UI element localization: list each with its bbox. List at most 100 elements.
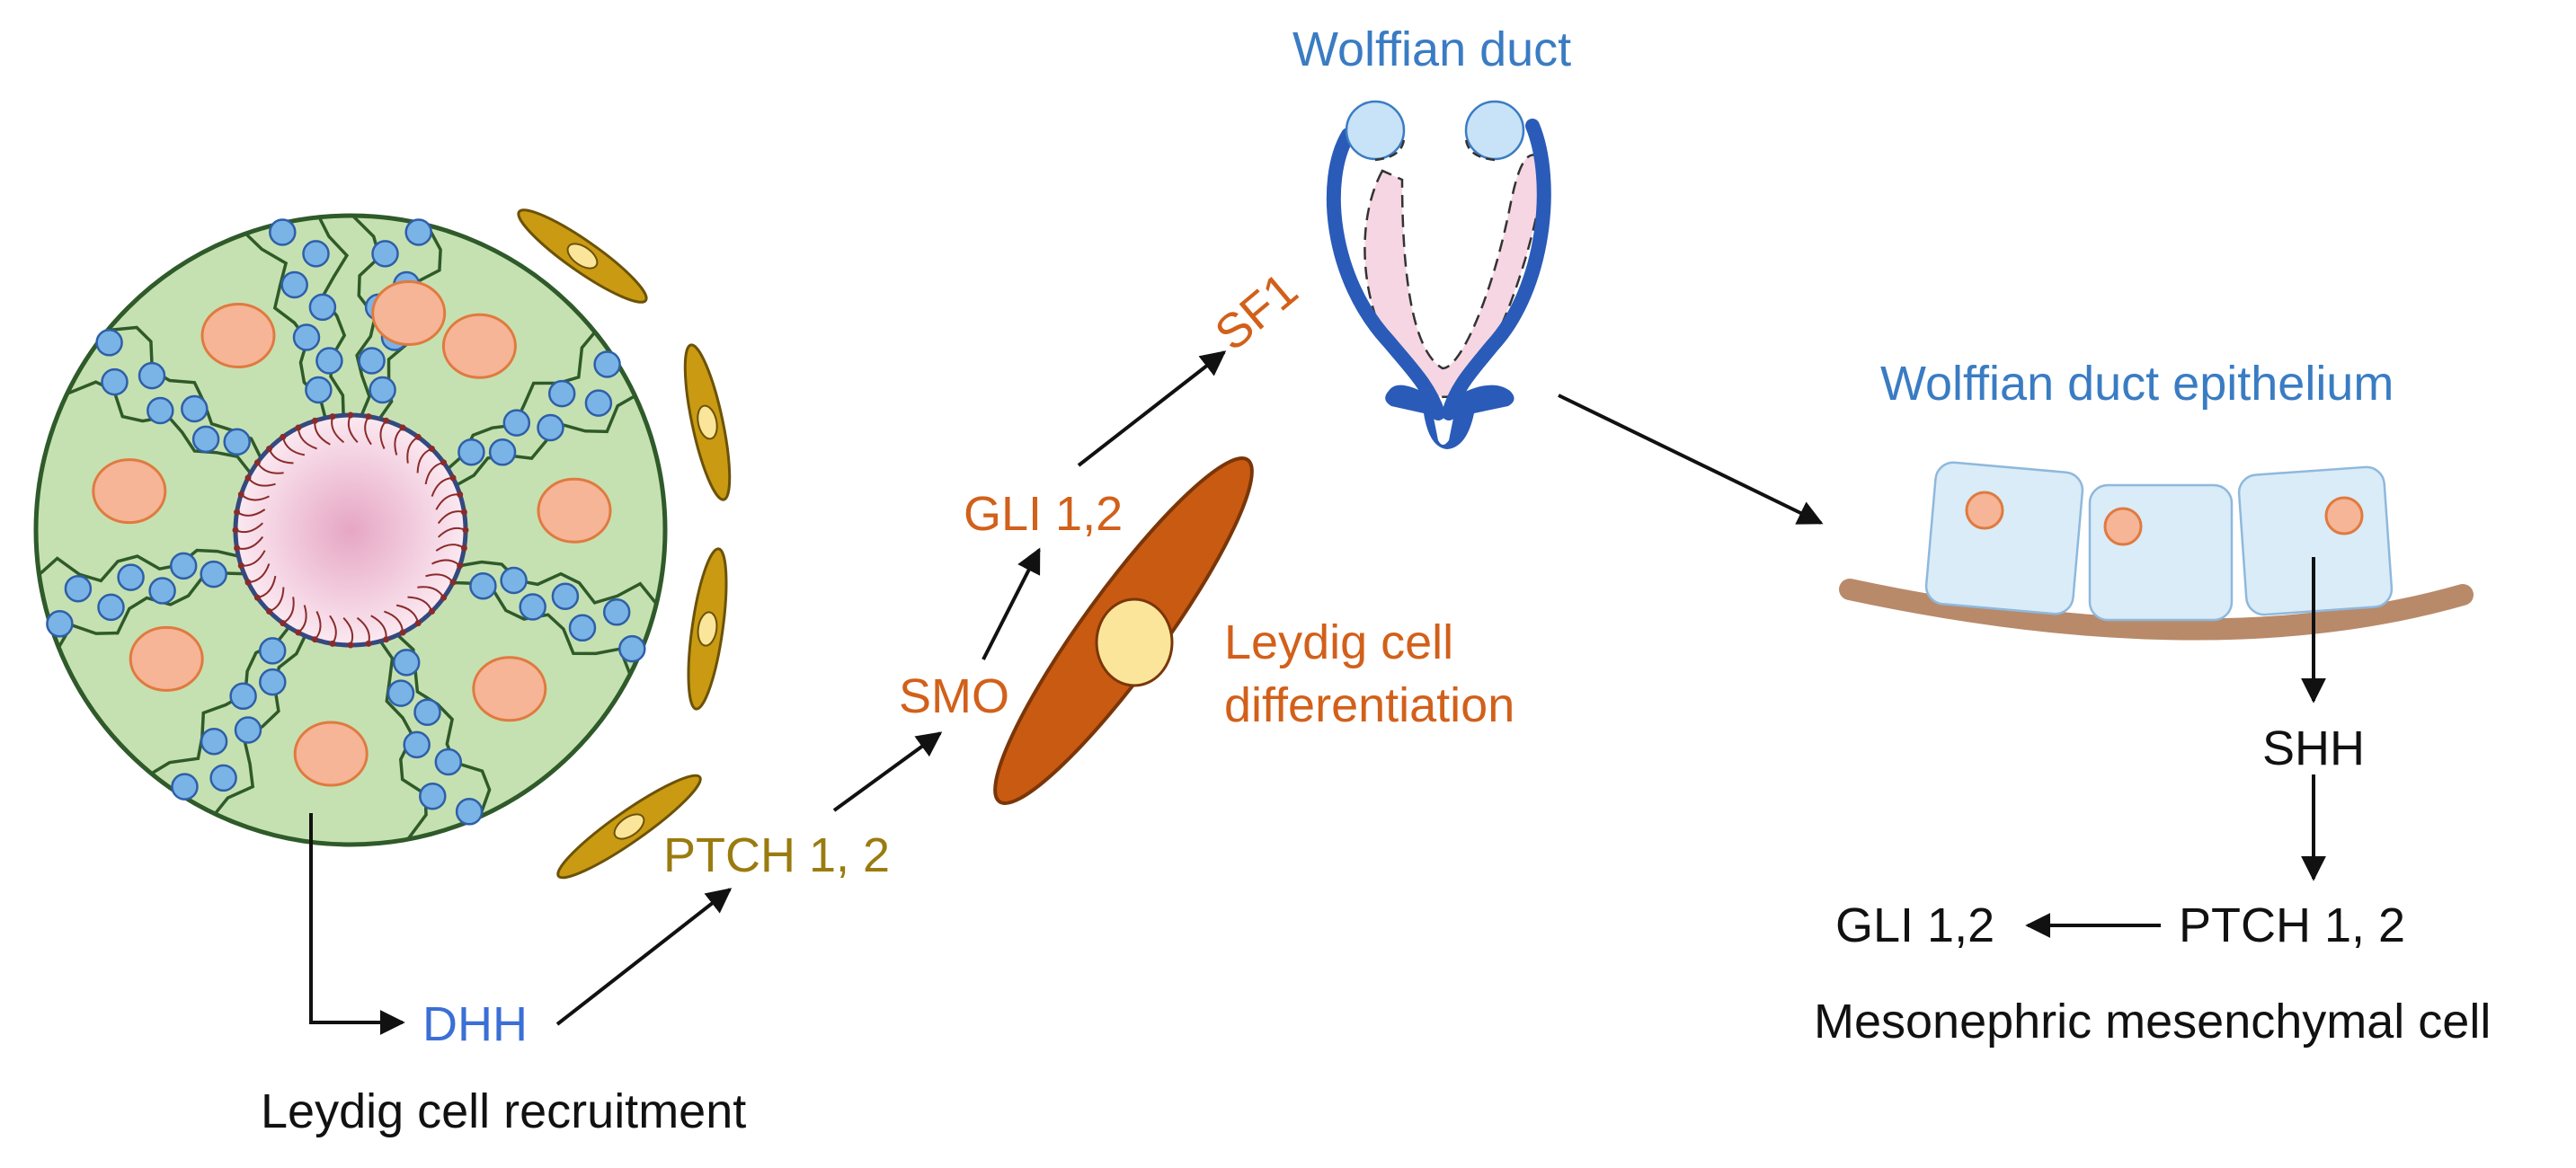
germ-cell [457, 438, 485, 466]
duct-base [1385, 385, 1515, 449]
fringe-dot [347, 411, 354, 419]
sertoli-outline [317, 216, 350, 416]
fringe-dot [457, 491, 464, 498]
germ-cell [234, 716, 262, 744]
progenitor-cell-nucleus [566, 243, 599, 270]
progenitor-cell [517, 208, 648, 304]
label-gli-right: GLI 1,2 [1835, 898, 1995, 952]
germ-cell [537, 413, 564, 442]
pathway-arrows [309, 350, 2326, 1035]
epithelial-cell [2088, 483, 2234, 622]
fringe-dot [234, 544, 241, 552]
leydig-cell-nucleus [1095, 597, 1174, 687]
lumen-fringe [232, 411, 469, 649]
germ-cell [302, 240, 330, 268]
fringe-dot [232, 526, 239, 534]
arrow-ptch-to-smo [832, 731, 943, 812]
germ-cell [191, 425, 220, 454]
leydig-cell [993, 456, 1254, 805]
germ-cell [500, 566, 528, 595]
germ-cell [200, 560, 227, 588]
germ-cell [171, 773, 199, 801]
label-smo: SMO [899, 669, 1010, 723]
germ-cell [46, 610, 74, 638]
sertoli-nucleus [129, 625, 204, 692]
germ-cell [455, 798, 484, 826]
label-leydig-diff-line2: differentiation [1224, 678, 1515, 732]
seminiferous-tubule [33, 213, 668, 847]
progenitor-cell [683, 343, 732, 501]
sertoli-outline [213, 634, 307, 815]
label-leydig-recruitment: Leydig cell recruitment [261, 1084, 747, 1138]
gonad-bud-right [1464, 100, 1525, 161]
fringe-dot [449, 474, 457, 482]
sertoli-nucleus [371, 280, 447, 346]
progenitor-cell-nucleus [697, 404, 718, 440]
germ-cell [618, 634, 646, 663]
fringe-dot [244, 579, 252, 586]
sertoli-nucleus [200, 303, 276, 368]
fringe-dot [295, 424, 302, 431]
epithelial-cell [1924, 461, 2084, 615]
germ-cell [519, 593, 546, 621]
sertoli-outline [459, 560, 658, 606]
fringe-dot [280, 620, 287, 627]
arrow-smo-to-gli [982, 547, 1041, 660]
fringe-dot [399, 629, 406, 636]
label-shh: SHH [2261, 721, 2366, 775]
germ-cell [169, 552, 198, 580]
bud-outline [1374, 138, 1406, 162]
germ-cell [258, 637, 287, 665]
fringe-dot [457, 562, 464, 570]
germ-cell [593, 350, 621, 378]
fringe-dot [280, 433, 287, 440]
germ-cell [404, 218, 432, 246]
germ-cells [46, 218, 646, 826]
sertoli-outline [38, 548, 239, 583]
germ-cell [259, 668, 287, 696]
sertoli-nucleus [472, 656, 547, 722]
germ-cell [403, 730, 431, 759]
fringe-dot [440, 594, 448, 601]
germ-cell [117, 563, 145, 591]
arrow-tubule-to-dhh [309, 813, 405, 1035]
fringe-dot [460, 544, 467, 552]
mesonephros [1364, 154, 1548, 399]
label-ptch-left: PTCH 1, 2 [663, 828, 891, 882]
germ-cell [315, 347, 343, 375]
label-gli-left: GLI 1,2 [964, 487, 1124, 541]
fringe-dot [440, 459, 448, 466]
germ-cell [200, 727, 228, 756]
epithelial-nucleus [2324, 496, 2364, 535]
label-ptch-right: PTCH 1, 2 [2179, 898, 2406, 952]
fringe-dot [429, 446, 435, 452]
germ-cell [148, 577, 176, 605]
label-mesenchymal-cell: Mesonephric mesenchymal cell [1814, 995, 2492, 1049]
gonad-bud-left [1345, 100, 1406, 161]
sertoli-nucleus [293, 721, 369, 787]
germ-cell [358, 347, 386, 375]
arrow-dhh-to-ptch [555, 888, 733, 1026]
germ-cell [584, 389, 613, 417]
germ-cell [97, 593, 125, 622]
progenitor-cell-nucleus [697, 611, 718, 647]
bud-outline [1464, 138, 1496, 162]
fringe-dot [460, 509, 467, 516]
germ-cell [292, 323, 321, 351]
germ-cell [308, 293, 337, 322]
fringe-dot [237, 562, 244, 570]
progenitor-cell-nucleus [613, 813, 645, 840]
germ-cell [419, 782, 447, 810]
epithelial-nucleus [2103, 507, 2143, 546]
fringe-dot [295, 629, 302, 636]
fringe-dot [399, 424, 406, 431]
label-leydig-diff-line1: Leydig cell [1224, 615, 1454, 669]
fringe-dot [237, 491, 244, 498]
arrow-duct-to-epithelium [1558, 394, 1824, 525]
germ-cell [95, 329, 123, 357]
fringe-dot [329, 640, 336, 647]
germ-cell [602, 598, 631, 626]
germ-cell [434, 748, 463, 776]
fringe-dot [365, 413, 372, 420]
